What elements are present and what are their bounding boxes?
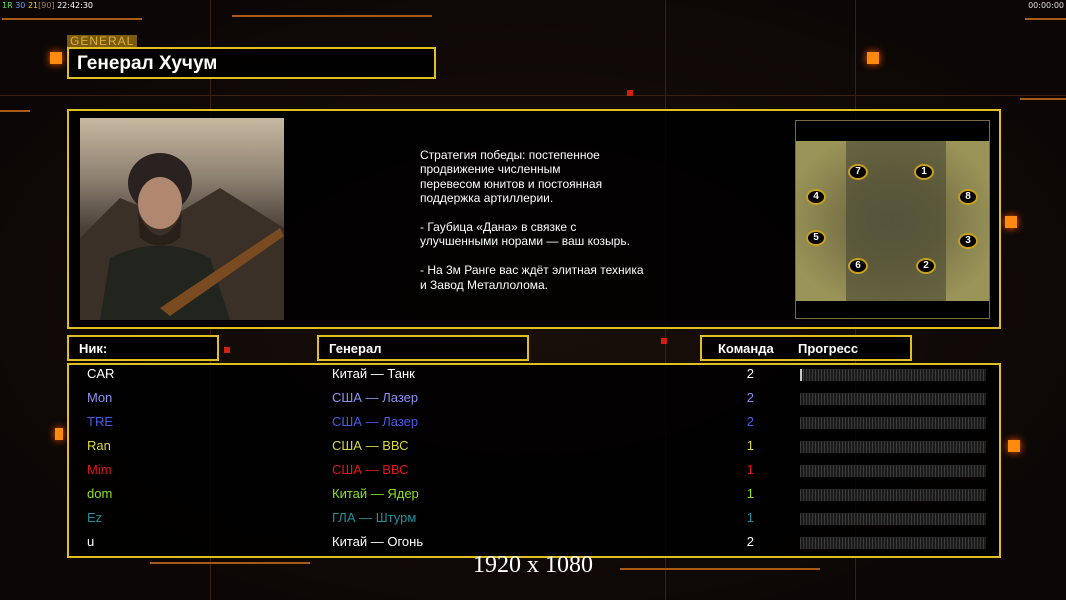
deco-line xyxy=(232,15,432,17)
header-general: Генерал xyxy=(317,335,529,361)
player-nick: dom xyxy=(87,486,113,501)
deco-square xyxy=(224,347,230,353)
progress-bar xyxy=(800,369,986,381)
progress-bar xyxy=(800,393,986,405)
general-portrait xyxy=(80,118,284,320)
header-progress: Прогресс xyxy=(798,341,859,356)
player-team: 1 xyxy=(746,510,754,525)
start-position-1[interactable]: 1 xyxy=(914,164,934,180)
deco-square xyxy=(867,52,879,64)
status-ping: 21 xyxy=(27,1,39,10)
game-clock: 00:00:00 xyxy=(1028,1,1064,10)
table-row: Ez ГЛА — Штурм 1 xyxy=(69,510,999,534)
progress-bar xyxy=(800,489,986,501)
player-team: 2 xyxy=(746,414,754,429)
player-general: США — Лазер xyxy=(332,414,419,429)
table-row: Mon США — Лазер 2 xyxy=(69,390,999,414)
start-position-2[interactable]: 2 xyxy=(916,258,936,274)
player-general: Китай — Ядер xyxy=(332,486,419,501)
players-table: CAR Китай — Танк 2 Mon США — Лазер 2 TRE… xyxy=(67,363,1001,558)
deco-square xyxy=(1005,216,1017,228)
start-position-5[interactable]: 5 xyxy=(806,230,826,246)
header-nick: Ник: xyxy=(67,335,219,361)
deco-square xyxy=(661,338,667,344)
header-team-progress: Команда Прогресс xyxy=(700,335,912,361)
deco-line xyxy=(0,110,30,112)
player-nick: Ez xyxy=(87,510,103,525)
player-general: ГЛА — Штурм xyxy=(332,510,417,525)
player-nick: u xyxy=(87,534,95,549)
deco-line xyxy=(2,18,142,20)
player-nick: Ran xyxy=(87,438,111,453)
map-preview[interactable]: 7 1 4 8 5 3 6 2 xyxy=(795,120,990,319)
status-bar: 1R 30 21[90] 22:42:30 xyxy=(2,1,93,10)
progress-bar xyxy=(800,537,986,549)
progress-bar xyxy=(800,417,986,429)
header-team: Команда xyxy=(718,341,774,356)
player-nick: Mon xyxy=(87,390,113,405)
deco-line xyxy=(1020,98,1066,100)
table-row: dom Китай — Ядер 1 xyxy=(69,486,999,510)
deco-square xyxy=(1008,440,1020,452)
player-nick: CAR xyxy=(87,366,115,381)
player-team: 2 xyxy=(746,366,754,381)
deco-line xyxy=(150,562,310,564)
deco-square xyxy=(627,90,633,96)
start-position-8[interactable]: 8 xyxy=(958,189,978,205)
start-position-4[interactable]: 4 xyxy=(806,189,826,205)
start-position-3[interactable]: 3 xyxy=(958,233,978,249)
deco-square xyxy=(50,52,62,64)
player-team: 1 xyxy=(746,438,754,453)
progress-bar xyxy=(800,465,986,477)
player-nick: TRE xyxy=(87,414,113,429)
deco-line xyxy=(620,568,820,570)
status-limit: [90] xyxy=(38,1,55,10)
start-position-6[interactable]: 6 xyxy=(848,258,868,274)
player-general: США — ВВС xyxy=(332,438,409,453)
resolution-label: 1920 x 1080 xyxy=(473,552,593,578)
general-description: Стратегия победы: постепенное продвижени… xyxy=(420,148,644,292)
progress-bar xyxy=(800,441,986,453)
table-row: CAR Китай — Танк 2 xyxy=(69,366,999,390)
table-row: u Китай — Огонь 2 xyxy=(69,534,999,558)
player-team: 1 xyxy=(746,486,754,501)
table-row: Mim США — ВВС 1 xyxy=(69,462,999,486)
player-team: 2 xyxy=(746,390,754,405)
player-general: Китай — Танк xyxy=(332,366,415,381)
status-rank: 1R xyxy=(2,1,13,10)
status-time: 22:42:30 xyxy=(57,1,94,10)
player-general: США — Лазер xyxy=(332,390,419,405)
section-label: GENERAL xyxy=(67,35,138,48)
player-team: 2 xyxy=(746,534,754,549)
progress-fill xyxy=(800,369,802,381)
progress-bar xyxy=(800,513,986,525)
player-general: США — ВВС xyxy=(332,462,409,477)
player-team: 1 xyxy=(746,462,754,477)
player-general: Китай — Огонь xyxy=(332,534,424,549)
status-fps: 30 xyxy=(15,1,26,10)
map-image: 7 1 4 8 5 3 6 2 xyxy=(796,141,989,301)
start-position-7[interactable]: 7 xyxy=(848,164,868,180)
grid-line xyxy=(0,95,1066,96)
table-row: Ran США — ВВС 1 xyxy=(69,438,999,462)
deco-square xyxy=(55,428,63,440)
player-nick: Mim xyxy=(87,462,112,477)
page-title: Генерал Хучум xyxy=(67,47,436,79)
table-row: TRE США — Лазер 2 xyxy=(69,414,999,438)
deco-line xyxy=(1025,18,1066,20)
